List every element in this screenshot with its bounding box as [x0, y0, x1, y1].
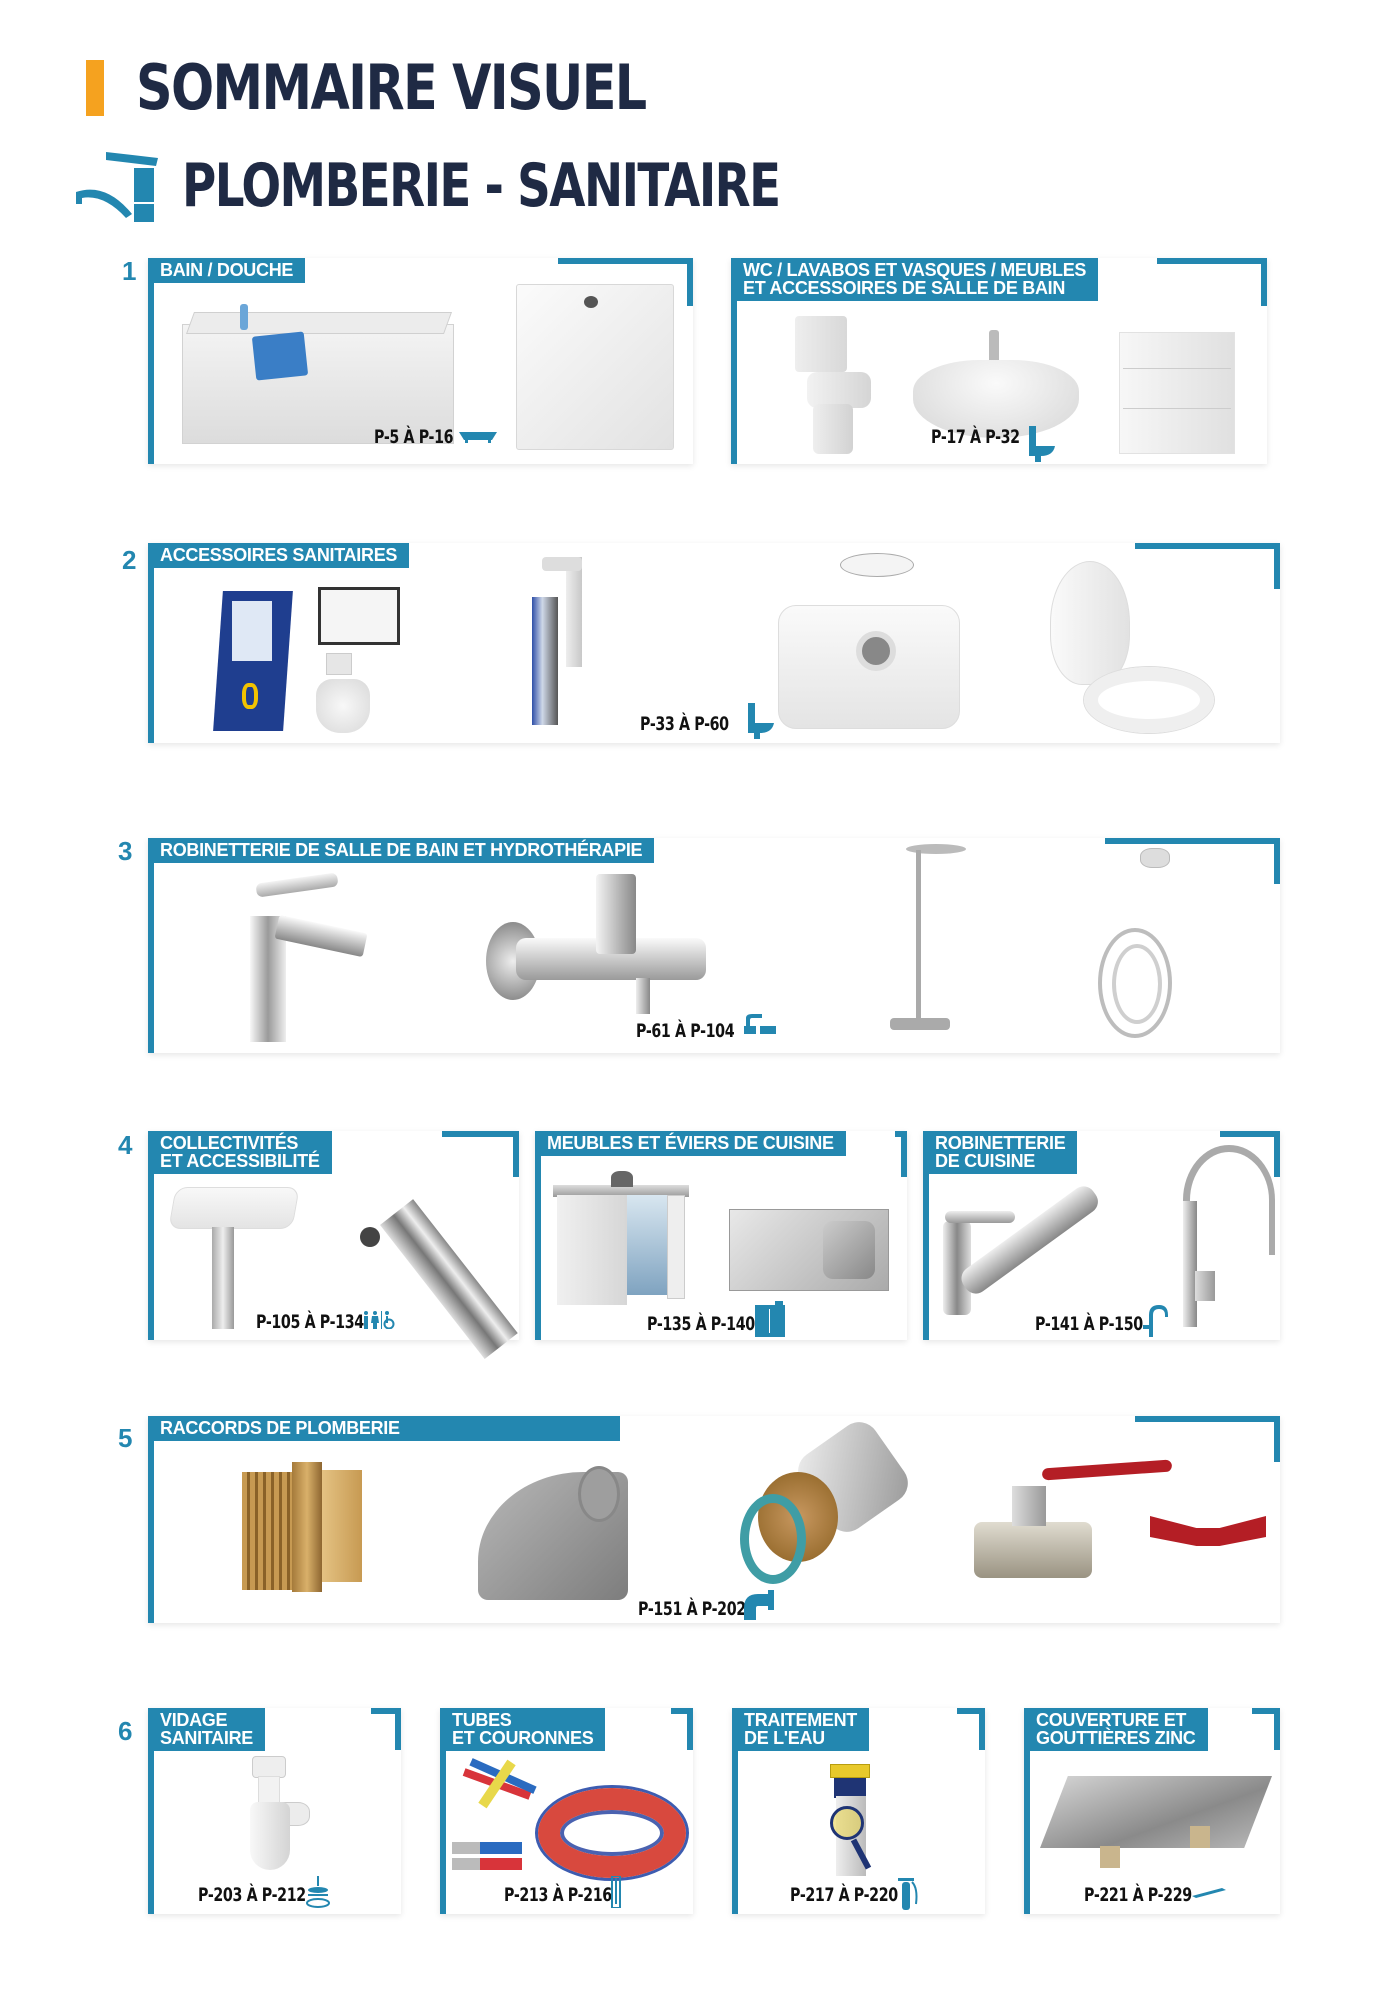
page-range: P-5 À P-16 — [374, 426, 454, 448]
category-card-couverture-zinc[interactable]: COUVERTURE ET GOUTTIÈRES ZINC P-221 À P-… — [1024, 1708, 1280, 1914]
category-card-raccords-plomberie[interactable]: RACCORDS DE PLOMBERIE P-151 À P-202 — [148, 1414, 1280, 1623]
corner-bracket — [1220, 1131, 1280, 1177]
category-label: WC / LAVABOS ET VASQUES / MEUBLES ET ACC… — [737, 258, 1099, 301]
category-card-bain-douche[interactable]: BAIN / DOUCHE P-5 À P-16 — [148, 258, 693, 464]
corner-bracket — [1252, 1708, 1280, 1750]
kitchen-unit-icon — [755, 1301, 785, 1337]
product-image-wc-frame — [213, 583, 416, 735]
product-image-swan-neck-tap — [1181, 1141, 1281, 1333]
section-heading: PLOMBERIE - SANITAIRE — [182, 151, 781, 221]
product-image-flush-valve — [532, 557, 612, 733]
product-image-shower-column — [880, 844, 980, 1048]
product-image-vanity-unit — [1119, 324, 1237, 456]
category-card-robinetterie-cuisine[interactable]: ROBINETTERIE DE CUISINE P-141 À P-150 — [923, 1131, 1280, 1340]
category-label: MEUBLES ET ÉVIERS DE CUISINE — [541, 1131, 846, 1156]
category-label: TUBES ET COURONNES — [446, 1708, 606, 1751]
category-label: ROBINETTERIE DE SALLE DE BAIN ET HYDROTH… — [154, 838, 655, 863]
page-title: SOMMAIRE VISUEL — [136, 51, 647, 124]
category-card-collectivites[interactable]: COLLECTIVITÉS ET ACCESSIBILITÉ P-105 À P… — [148, 1131, 519, 1359]
product-image-siphon — [248, 1756, 318, 1872]
category-card-vidage-sanitaire[interactable]: VIDAGE SANITAIRE P-203 À P-212 — [148, 1708, 401, 1914]
gutter-icon — [1192, 1888, 1226, 1898]
corner-bracket — [1105, 838, 1280, 884]
product-image-pvc-elbow — [478, 1452, 638, 1602]
category-label: TRAITEMENT DE L'EAU — [738, 1708, 869, 1751]
corner-bracket — [671, 1708, 693, 1750]
product-image-bathtub — [182, 298, 462, 448]
product-image-shower-seat — [168, 1187, 302, 1333]
corner-bracket — [442, 1131, 519, 1177]
corner-bracket — [1135, 543, 1280, 589]
section-number: 5 — [118, 1423, 133, 1453]
toilet-icon — [1029, 426, 1055, 462]
page-range: P-105 À P-134 — [256, 1311, 364, 1333]
product-image-ball-valve — [974, 1450, 1274, 1580]
product-image-tubes — [452, 1758, 692, 1878]
water-filter-icon — [898, 1878, 918, 1910]
page-range: P-151 À P-202 — [638, 1598, 746, 1620]
product-image-brass-fitting — [242, 1462, 372, 1592]
page-range: P-61 À P-104 — [636, 1020, 735, 1042]
category-label: ACCESSOIRES SANITAIRES — [154, 543, 410, 568]
corner-bracket — [1157, 258, 1267, 306]
page-range: P-203 À P-212 — [198, 1884, 306, 1906]
page-range: P-135 À P-140 — [647, 1313, 755, 1335]
page-range: P-217 À P-220 — [790, 1884, 898, 1906]
category-card-tubes-couronnes[interactable]: TUBES ET COURONNES P-213 À P-216 — [440, 1708, 693, 1914]
section-number: 6 — [118, 1716, 133, 1746]
category-label: COUVERTURE ET GOUTTIÈRES ZINC — [1030, 1708, 1208, 1751]
product-image-kitchenette — [553, 1165, 693, 1309]
category-label: VIDAGE SANITAIRE — [154, 1708, 265, 1751]
product-image-sink — [729, 1209, 889, 1295]
category-card-traitement-eau[interactable]: TRAITEMENT DE L'EAU P-217 À P-220 — [732, 1708, 985, 1914]
category-card-accessoires-sanitaires[interactable]: ACCESSOIRES SANITAIRES P-33 À P-60 — [148, 543, 1280, 743]
corner-bracket — [558, 258, 693, 306]
corner-bracket — [895, 1131, 907, 1177]
product-image-compression-fitting — [738, 1414, 916, 1592]
product-image-toilet-seat — [1042, 561, 1222, 735]
title-accent-bar — [86, 60, 104, 116]
elbow-fitting-icon — [744, 1590, 774, 1620]
kitchen-tap-icon — [1143, 1305, 1168, 1337]
category-label: COLLECTIVITÉS ET ACCESSIBILITÉ — [154, 1131, 332, 1174]
product-image-water-filter — [828, 1764, 898, 1880]
product-image-bath-mixer — [486, 874, 726, 1024]
faucet-icon — [76, 152, 158, 222]
toilet-icon — [748, 703, 774, 739]
corner-bracket — [371, 1708, 401, 1750]
category-label: RACCORDS DE PLOMBERIE — [154, 1416, 620, 1441]
section-number: 1 — [122, 256, 137, 286]
accessibility-icon — [364, 1311, 395, 1329]
bathtub-icon — [459, 432, 497, 443]
category-label: ROBINETTERIE DE CUISINE — [929, 1131, 1078, 1174]
category-card-wc-lavabos[interactable]: WC / LAVABOS ET VASQUES / MEUBLES ET ACC… — [731, 258, 1267, 464]
page-range: P-141 À P-150 — [1035, 1313, 1143, 1335]
product-image-hygienic-shower — [1082, 848, 1202, 1048]
section-number: 4 — [118, 1130, 133, 1160]
corner-bracket — [1135, 1416, 1280, 1462]
product-image-timed-tap — [350, 1185, 518, 1359]
product-image-pull-out-tap — [935, 1181, 1125, 1321]
product-image-toilet — [795, 316, 875, 456]
tube-icon — [611, 1876, 621, 1908]
page-range: P-221 À P-229 — [1084, 1884, 1192, 1906]
section-number: 2 — [122, 545, 137, 575]
corner-bracket — [957, 1708, 985, 1750]
product-image-macerator — [776, 553, 966, 733]
category-card-meubles-eviers-cuisine[interactable]: MEUBLES ET ÉVIERS DE CUISINE P-135 À P-1… — [535, 1131, 907, 1340]
product-image-washbasin — [913, 330, 1083, 440]
page-range: P-213 À P-216 — [504, 1884, 612, 1906]
section-number: 3 — [118, 836, 133, 866]
product-image-basin-mixer — [250, 872, 380, 1044]
category-label: BAIN / DOUCHE — [154, 258, 306, 283]
category-card-robinetterie-salle-de-bain[interactable]: ROBINETTERIE DE SALLE DE BAIN ET HYDROTH… — [148, 838, 1280, 1053]
bath-mixer-icon — [744, 1014, 776, 1034]
page-range: P-17 À P-32 — [931, 426, 1020, 448]
product-image-shower-tray — [516, 284, 676, 452]
drain-icon — [306, 1876, 330, 1908]
product-image-zinc-sheets — [1040, 1766, 1276, 1870]
page-range: P-33 À P-60 — [640, 713, 729, 735]
